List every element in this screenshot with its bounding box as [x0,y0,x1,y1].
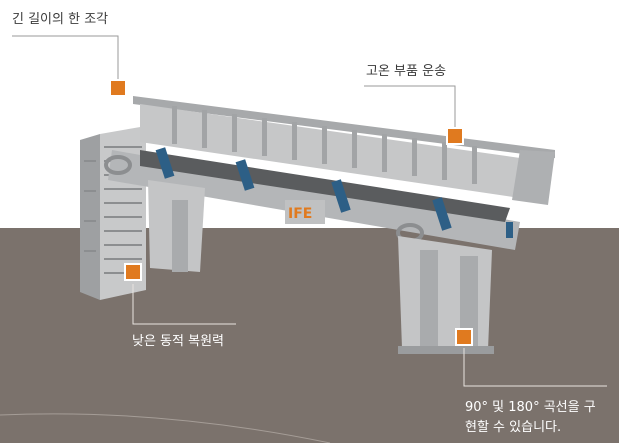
callout-label-bottom-left: 낮은 동적 복원력 [132,334,224,349]
spring-actuators [155,147,513,238]
drive-cabinet-side [80,134,100,300]
callout-line-bottom-right [463,348,607,387]
drive-frame-shadow [140,150,510,222]
logo-plate [285,200,325,224]
callout-label-bottom-right-line1: 90° 및 180° 곡선을 구 [465,400,596,415]
right-leg-base [398,346,494,354]
callout-label-bottom-right-line2: 현할 수 있습니다. [465,420,562,435]
callout-line-bottom-left [132,284,236,325]
trough-end-flange [512,150,555,205]
callout-lines-light [132,284,607,387]
callout-label-top-left: 긴 길이의 한 조각 [12,12,109,27]
hotspot-marker-icon[interactable] [446,127,464,145]
callout-line-top-left [12,35,119,80]
hotspot-marker-icon[interactable] [455,328,473,346]
frame-eye-left [104,155,132,175]
callout-lines [12,35,456,128]
callout-label-top-right: 고온 부품 운송 [366,64,447,79]
brand-logo: IFE [288,206,312,222]
left-leg-pillar [172,200,188,272]
trough-ribs [172,106,477,184]
vibratory-conveyor-illustration: IFE [80,96,555,354]
floor-arc [0,413,331,443]
right-leg-pillar-a [420,250,438,350]
hotspot-marker-icon[interactable] [124,263,142,281]
callout-line-top-right [364,85,456,128]
hotspot-marker-icon[interactable] [109,79,127,97]
